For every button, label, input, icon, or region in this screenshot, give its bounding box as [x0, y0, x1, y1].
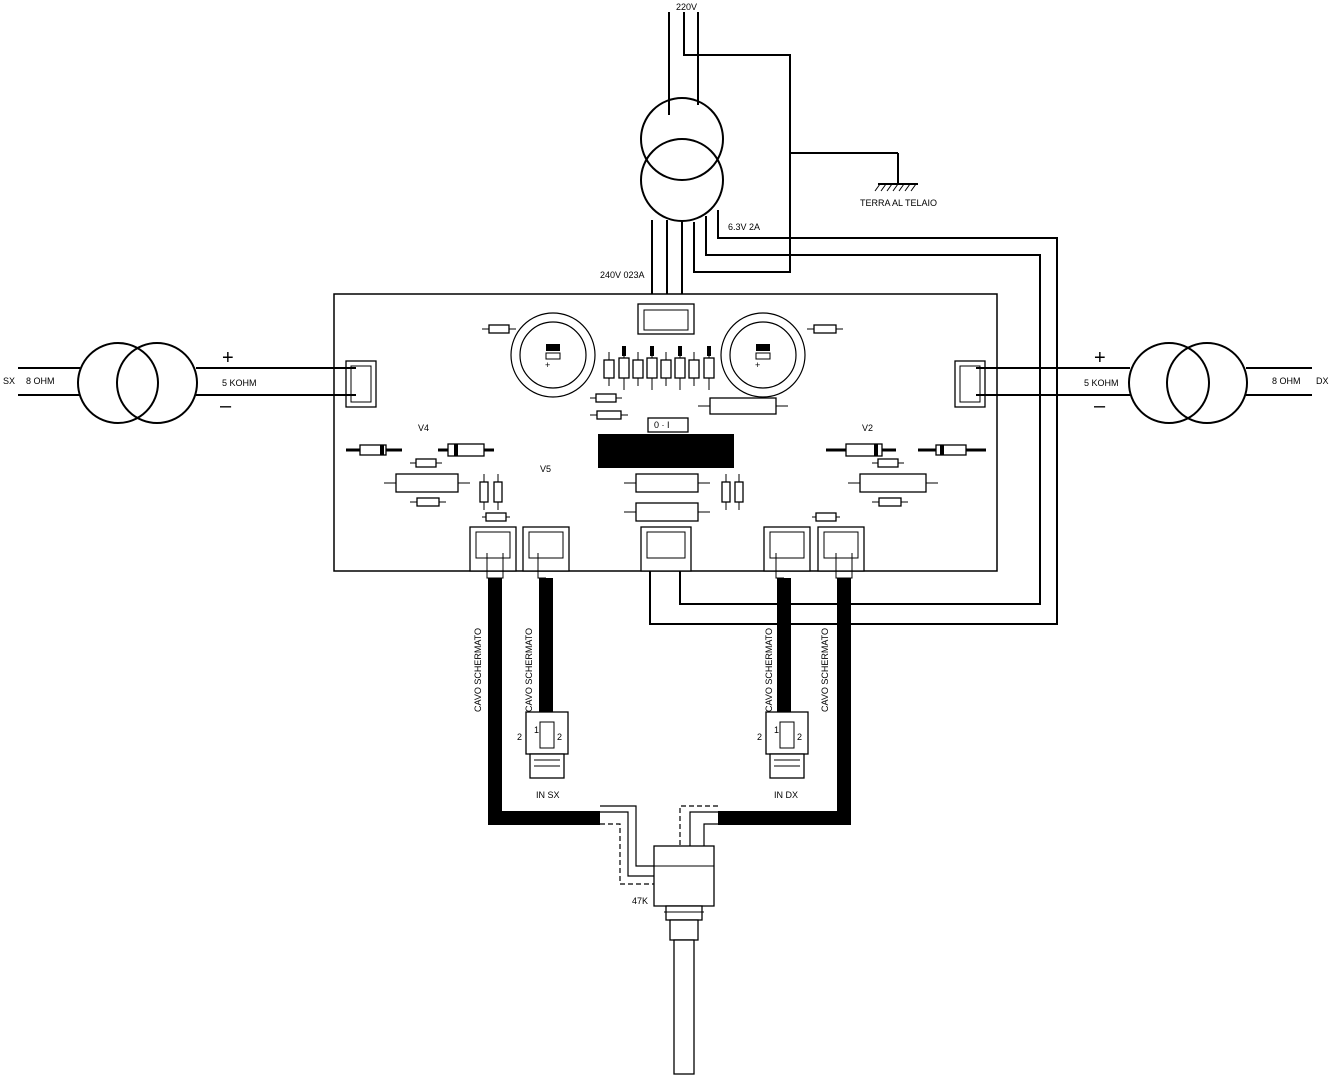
connector-right-output: [954, 360, 986, 408]
connector-heater: [640, 526, 692, 572]
pin-label: 1: [774, 725, 779, 735]
left-out-label: SX: [3, 376, 15, 386]
tube-v2-label: V2: [862, 423, 873, 433]
right-primary-label: 5 KOHM: [1084, 378, 1119, 388]
input-jack-right[interactable]: 2 1 2: [757, 711, 809, 779]
right-minus-label: –: [1094, 395, 1106, 417]
connector-cable-4: [817, 526, 865, 572]
earth-label: TERRA AL TELAIO: [860, 198, 937, 208]
input-right-label: IN DX: [774, 790, 798, 800]
right-plus-label: +: [1094, 347, 1106, 369]
shielded-cables: [486, 553, 853, 885]
amplifier-board: [333, 293, 998, 572]
mains-label: 220V: [676, 2, 697, 12]
resistors-large: [384, 397, 938, 522]
connector-cable-1: [469, 526, 517, 572]
cable-label: CAVO SCHERMATO: [820, 628, 830, 712]
cap-plus-label: +: [755, 360, 760, 370]
cable-label: CAVO SCHERMATO: [524, 628, 534, 712]
cable-label: CAVO SCHERMATO: [764, 628, 774, 712]
left-minus-label: –: [220, 395, 232, 417]
pin-label: 2: [557, 732, 562, 742]
switch-label: 0 · I: [654, 420, 670, 430]
tube-v4-label: V4: [418, 423, 429, 433]
left-primary-label: 5 KOHM: [222, 378, 257, 388]
right-out-label: DX: [1316, 376, 1329, 386]
output-transformer-left: [18, 342, 356, 424]
pin-label: 2: [517, 732, 522, 742]
pin-label: 2: [757, 732, 762, 742]
ground-symbol: [874, 183, 917, 192]
power-switch: 0 · I: [647, 417, 689, 433]
filter-capacitor-left: +: [510, 312, 596, 398]
pot-label: 47K: [632, 896, 648, 906]
cap-plus-label: +: [545, 360, 550, 370]
connector-cable-3: [763, 526, 811, 572]
input-jack-left[interactable]: 2 1 2: [517, 711, 569, 779]
pin-label: 1: [534, 725, 539, 735]
tube-v5-label: V5: [540, 464, 551, 474]
diodes: [346, 443, 986, 457]
heater-label: 6.3V 2A: [728, 222, 760, 232]
left-speaker-label: 8 OHM: [26, 376, 55, 386]
small-components: [603, 346, 715, 390]
volume-potentiometer[interactable]: [653, 845, 715, 1075]
vertical-resistors: [479, 474, 744, 510]
right-speaker-label: 8 OHM: [1272, 376, 1301, 386]
cable-label: CAVO SCHERMATO: [473, 628, 483, 712]
left-plus-label: +: [222, 347, 234, 369]
pin-label: 2: [797, 732, 802, 742]
connector-ht: [637, 303, 695, 335]
rectifier-block: [598, 434, 734, 468]
resistors-small: [410, 324, 908, 522]
connector-cable-2: [522, 526, 570, 572]
input-left-label: IN SX: [536, 790, 560, 800]
ht-label: 240V 023A: [600, 270, 645, 280]
filter-capacitor-right: +: [720, 312, 806, 398]
output-transformer-right: [976, 342, 1312, 424]
